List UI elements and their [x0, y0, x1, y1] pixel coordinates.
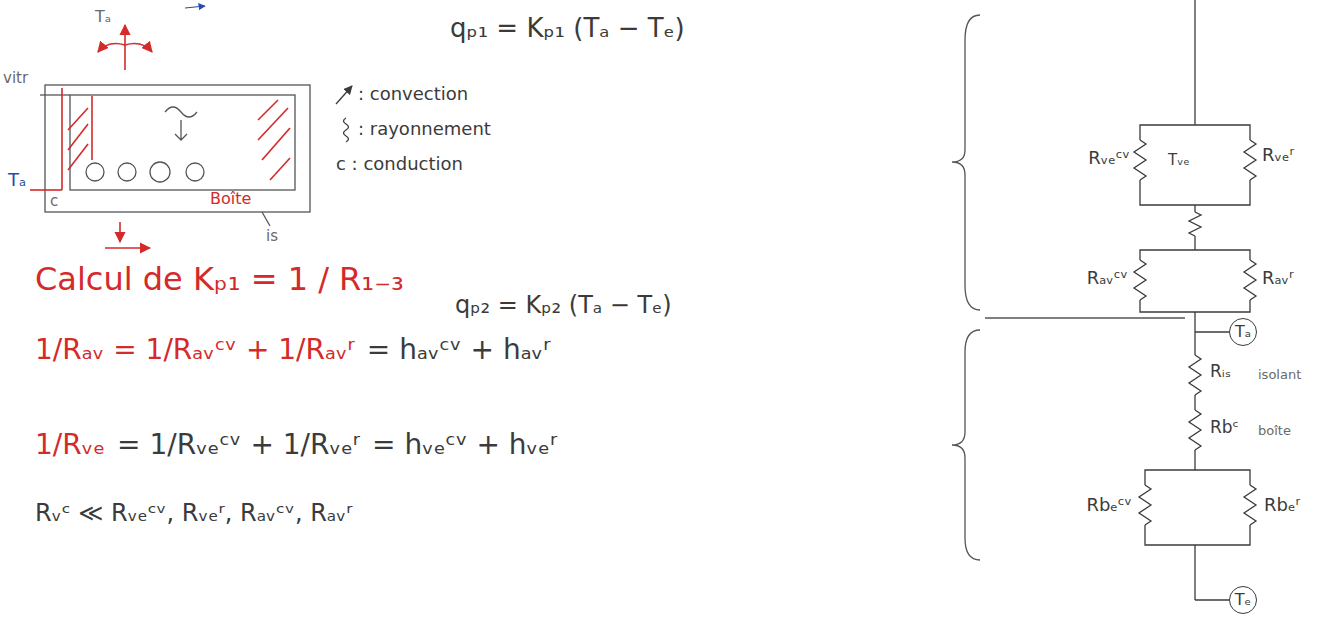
equation: = hᵥₑᶜᵛ + hᵥₑʳ — [372, 430, 557, 461]
equation: = hₐᵥᶜᵛ + hₐᵥʳ — [367, 335, 551, 366]
conduction-label: c — [50, 193, 58, 210]
node-circle: Tₑ — [1229, 586, 1257, 614]
collector-sketch — [40, 85, 310, 226]
legend-entry: c : conduction — [336, 154, 463, 174]
resistor-network — [1134, 0, 1256, 600]
box-label: Boîte — [210, 190, 251, 208]
glazing-label: vitr — [3, 70, 28, 87]
node-circle: Tₐ — [1229, 318, 1257, 346]
resistance-label: Rbᶜ — [1210, 418, 1239, 437]
glazing-hatch — [30, 88, 290, 190]
temperature-label: Tₐ — [95, 8, 111, 26]
temperature-label: Tₐ — [8, 170, 26, 190]
temperature-node-label: Tₐ — [1235, 323, 1251, 341]
resistance-label: Rᵥₑᶜᵛ — [1088, 148, 1130, 168]
equation: = 1/Rᵥₑᶜᵛ + 1/Rᵥₑʳ — [117, 430, 360, 461]
equation: 1/Rₐᵥ = 1/Rₐᵥᶜᵛ + 1/Rₐᵥʳ — [35, 335, 355, 366]
resistance-label: Rbₑᶜᵛ — [1086, 495, 1132, 515]
legend-entry: : rayonnement — [358, 119, 491, 139]
layer-name: isolant — [1258, 368, 1301, 382]
temperature-label: Tᵥₑ — [1168, 152, 1190, 169]
resistance-label: Rₐᵥᶜᵛ — [1087, 268, 1128, 288]
section-heading: Calcul de Kₚ₁ = 1 / R₁₋₃ — [35, 262, 404, 297]
legend-entry: : convection — [358, 84, 468, 104]
heat-arrows — [98, 25, 152, 248]
legend-samples — [336, 86, 352, 142]
inequality-note: Rᵥᶜ ≪ Rᵥₑᶜᵛ, Rᵥₑʳ, Rₐᵥᶜᵛ, Rₐᵥʳ — [35, 500, 352, 526]
heat-flux-equation: qₚ₁ = Kₚ₁ (Tₐ − Tₑ) — [450, 14, 685, 43]
resistance-label: Rᵢₛ — [1210, 362, 1231, 381]
flow-arrow — [185, 6, 205, 8]
temperature-node-label: Tₑ — [1235, 591, 1251, 609]
brace — [952, 15, 1185, 560]
layer-name: boîte — [1258, 424, 1291, 438]
resistance-label: Rₐᵥʳ — [1262, 268, 1294, 288]
insulation-label: is — [266, 228, 278, 245]
heat-flux-equation: qₚ₂ = Kₚ₂ (Tₐ − Tₑ) — [455, 292, 672, 318]
equation: 1/Rᵥₑ — [35, 430, 105, 461]
resistance-label: Rbₑʳ — [1264, 495, 1300, 515]
resistance-label: Rᵥₑʳ — [1262, 145, 1294, 165]
